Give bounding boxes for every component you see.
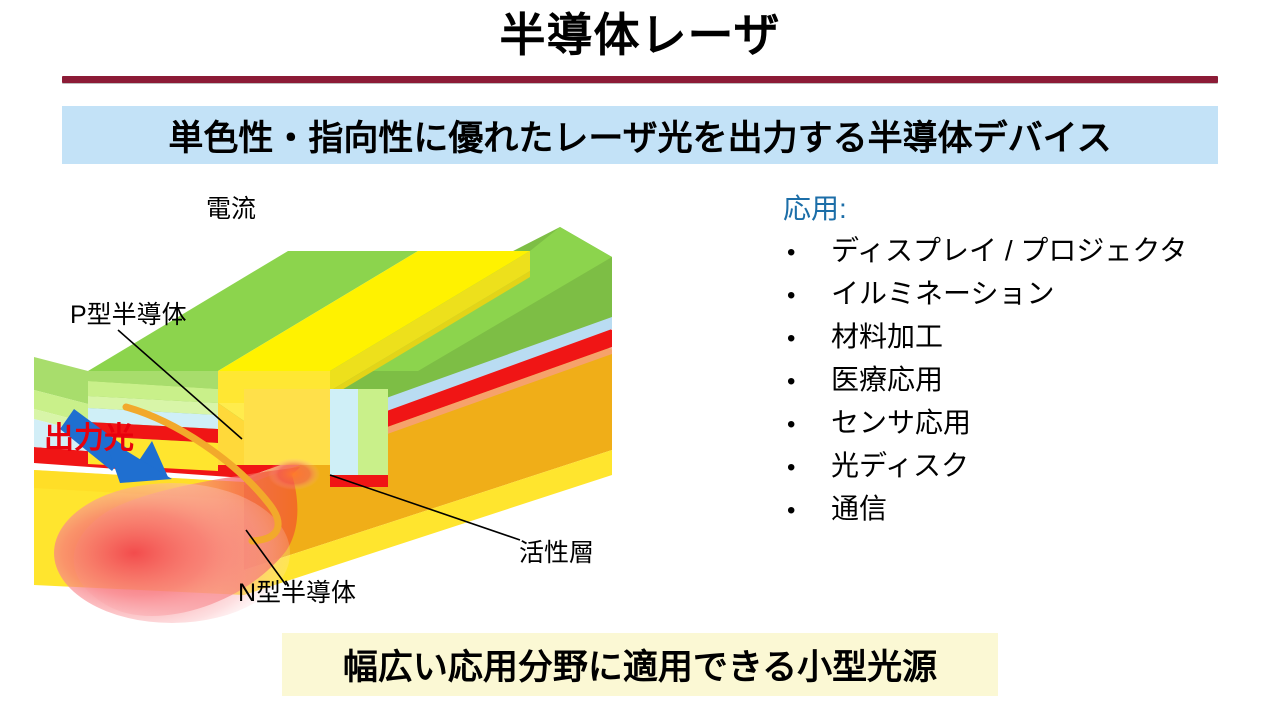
- bullet-icon: •: [787, 282, 796, 309]
- footer-banner: 幅広い応用分野に適用できる小型光源: [282, 633, 998, 696]
- applications-block: 応用: • ディスプレイ / プロジェクタ • イルミネーション • 材料加工 …: [783, 190, 1280, 531]
- leader-line-active-layer: [329, 474, 521, 541]
- bullet-icon: •: [787, 411, 796, 438]
- diagram-label-current: 電流: [206, 195, 257, 223]
- list-item-label: 材料加工: [831, 321, 944, 352]
- leader-line-p-type: [117, 329, 243, 440]
- list-item-label: ディスプレイ / プロジェクタ: [831, 235, 1188, 266]
- output-beam: [54, 458, 320, 623]
- diagram-label-active-layer: 活性層: [519, 539, 595, 567]
- list-item: • ディスプレイ / プロジェクタ: [783, 230, 1280, 273]
- ridge-waveguide: [218, 251, 530, 465]
- applications-heading: 応用:: [783, 193, 847, 224]
- list-item-label: 光ディスク: [831, 450, 970, 481]
- bullet-icon: •: [787, 325, 796, 352]
- current-flow-line: [122, 403, 282, 545]
- list-item-label: 通信: [831, 493, 888, 524]
- leader-line-n-type: [245, 529, 287, 586]
- bullet-icon: •: [787, 497, 796, 524]
- list-item: • 材料加工: [783, 316, 1280, 359]
- front-facet-layers: [88, 371, 388, 487]
- page-title: 半導体レーザ: [499, 9, 781, 61]
- current-arrow-icon: [60, 409, 172, 483]
- diagram-label-output-light: 出力光: [44, 422, 134, 455]
- subtitle-banner-text: 単色性・指向性に優れたレーザ光を出力する半導体デバイス: [168, 118, 1112, 158]
- list-item: • 通信: [783, 488, 1280, 531]
- diagram-label-n-type: N型半導体: [238, 579, 357, 607]
- list-item: • 光ディスク: [783, 445, 1280, 488]
- bullet-icon: •: [787, 239, 796, 266]
- list-item-label: センサ応用: [831, 407, 972, 438]
- list-item-label: 医療応用: [831, 364, 944, 395]
- subtitle-banner: 単色性・指向性に優れたレーザ光を出力する半導体デバイス: [62, 106, 1218, 164]
- diagram-label-p-type: P型半導体: [70, 301, 187, 329]
- list-item-label: イルミネーション: [831, 278, 1055, 309]
- bullet-icon: •: [787, 454, 796, 481]
- laser-diode-diagram: [0, 175, 790, 625]
- footer-banner-text: 幅広い応用分野に適用できる小型光源: [342, 648, 938, 687]
- list-item: • イルミネーション: [783, 273, 1280, 316]
- bullet-icon: •: [787, 368, 796, 395]
- list-item: • センサ応用: [783, 402, 1280, 445]
- list-item: • 医療応用: [783, 359, 1280, 402]
- title-divider-rule: [62, 76, 1218, 83]
